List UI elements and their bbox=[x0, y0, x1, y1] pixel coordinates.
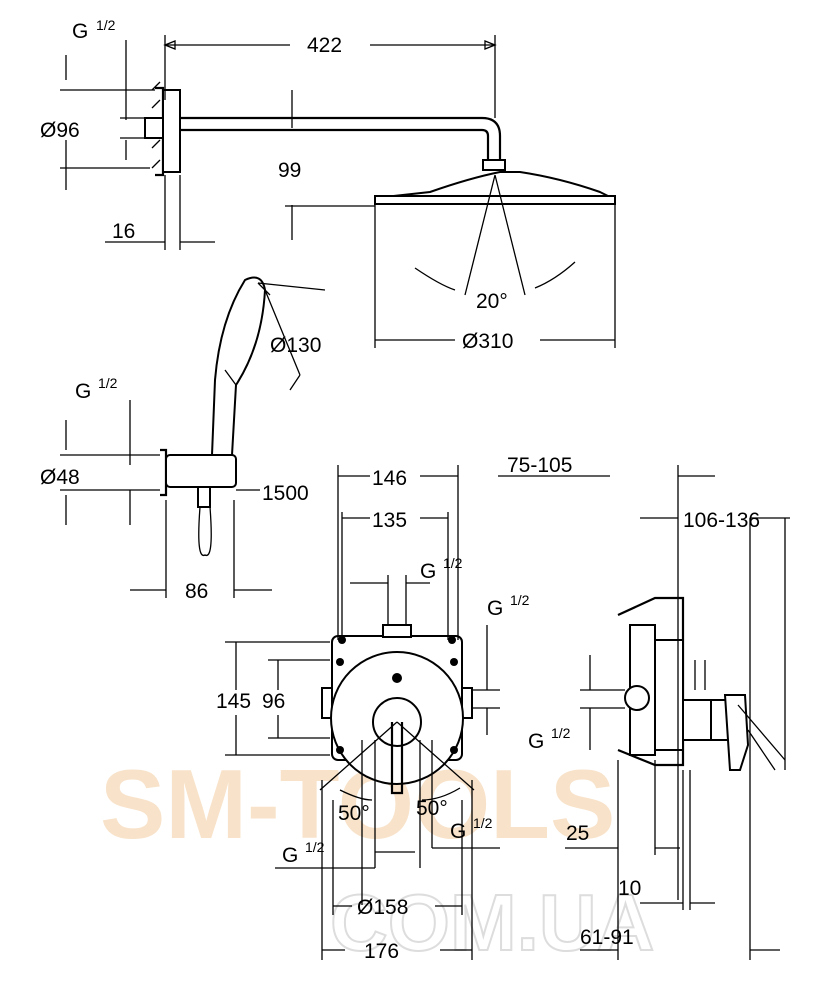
dim-box-height: 145 bbox=[216, 690, 251, 713]
dim-total-depth: 106-136 bbox=[683, 509, 760, 532]
dim-head-drop: 99 bbox=[278, 159, 301, 182]
dim-top-port-g-frac: 1/2 bbox=[443, 555, 463, 571]
dim-tilt-angle: 20° bbox=[476, 290, 508, 313]
dim-hand-g-frac: 1/2 bbox=[98, 375, 118, 391]
mixer-side-view: 75-105 106-136 G 1/2 25 10 61-91 bbox=[498, 454, 790, 960]
dim-side-port-g: G bbox=[487, 597, 503, 620]
dim-top-port-g: G bbox=[420, 560, 436, 583]
dim-top-g-frac: 1/2 bbox=[96, 17, 116, 33]
mixer-front-view: 146 135 G 1/2 G 1/2 145 96 50° 50° G 1/2… bbox=[216, 465, 530, 963]
dim-box-width: 146 bbox=[372, 467, 407, 490]
dim-bottom-left-g-frac: 1/2 bbox=[305, 839, 325, 855]
head-shower-view: 422 G 1/2 Ø96 99 16 20° Ø310 bbox=[40, 17, 616, 353]
dim-bottom-right-g-frac: 1/2 bbox=[473, 815, 493, 831]
dim-holder-depth: 86 bbox=[185, 580, 208, 603]
dim-side-view-g-frac: 1/2 bbox=[551, 725, 571, 741]
dim-side-port-g-frac: 1/2 bbox=[510, 592, 530, 608]
dim-wall-flange-dia: Ø96 bbox=[40, 119, 80, 142]
dim-lever-angle-left: 50° bbox=[338, 802, 370, 825]
dim-side-view-g: G bbox=[528, 730, 544, 753]
dim-box-inner-height: 96 bbox=[262, 690, 285, 713]
dim-flange-depth: 16 bbox=[112, 220, 135, 243]
dim-wall-range: 61-91 bbox=[580, 926, 634, 949]
dim-top-g: G bbox=[72, 20, 88, 43]
dim-hand-g: G bbox=[75, 380, 91, 403]
dim-hose-length: 1500 bbox=[262, 482, 309, 505]
dim-arm-length: 422 bbox=[307, 34, 342, 57]
dim-box-inner-width: 135 bbox=[372, 509, 407, 532]
dim-head-dia: Ø310 bbox=[462, 330, 513, 353]
dim-bottom-right-g: G bbox=[450, 820, 466, 843]
dim-plate-width: 176 bbox=[364, 940, 399, 963]
watermark-line2: COM.UA bbox=[330, 878, 654, 967]
dim-outlet-dia: Ø48 bbox=[40, 466, 80, 489]
dim-plate-dia: Ø158 bbox=[357, 896, 408, 919]
dim-plate-thickness: 10 bbox=[618, 877, 641, 900]
dim-bottom-left-g: G bbox=[282, 844, 298, 867]
dim-install-depth: 75-105 bbox=[507, 454, 572, 477]
dim-hand-dia: Ø130 bbox=[270, 334, 321, 357]
dim-plate-offset: 25 bbox=[566, 822, 589, 845]
hand-shower-view: Ø130 1500 G 1/2 Ø48 86 bbox=[40, 276, 326, 603]
